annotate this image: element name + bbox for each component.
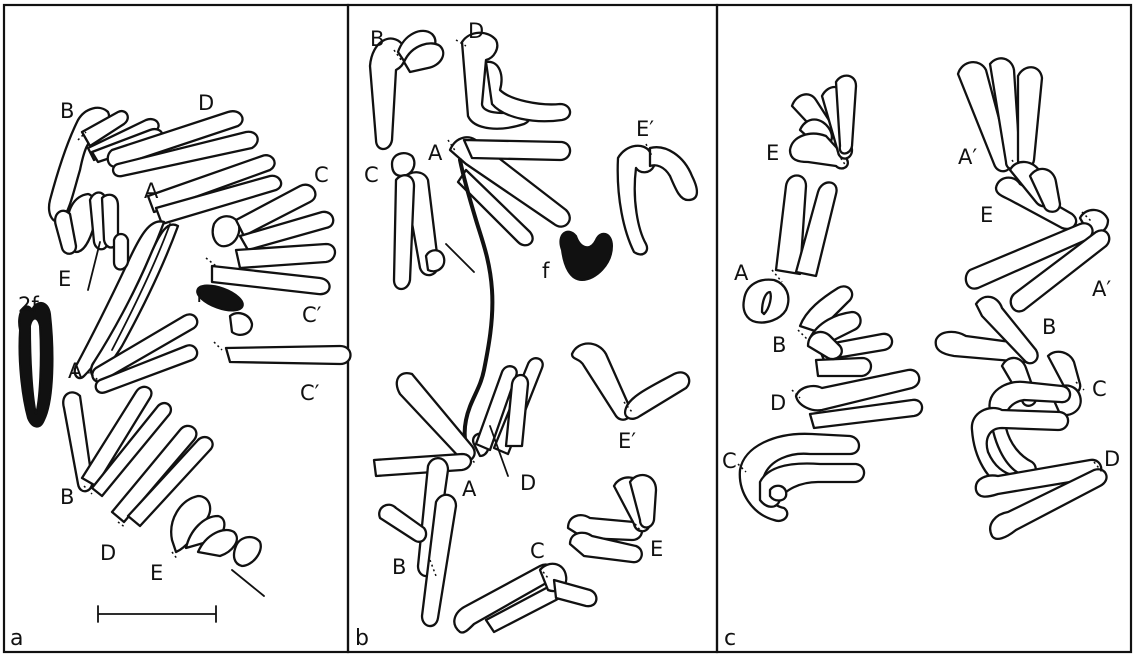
panel-label-c: c — [724, 626, 736, 651]
chromosome-D-top-b — [456, 33, 570, 129]
chromosome-E-bottom — [171, 496, 264, 596]
label-a-B2: B — [60, 485, 74, 509]
label-b-B1: B — [370, 27, 384, 51]
panel-c: E A B D C A′ E A′ B C D c — [722, 58, 1120, 651]
chromosome-D-left-c — [792, 370, 922, 428]
label-c-D2: D — [1104, 447, 1120, 471]
label-a-twoF: 2f — [18, 293, 39, 317]
label-b-A2: A — [462, 477, 477, 501]
chromosome-E-bottom-b — [568, 475, 656, 562]
label-a-C2: C′ — [302, 303, 322, 327]
label-c-B2: B — [1042, 315, 1056, 339]
label-c-C1: C — [722, 449, 737, 473]
label-a-C1: C — [314, 163, 329, 187]
chromosome-C-left-c — [738, 434, 864, 521]
chromosome-B-left-c — [798, 286, 892, 376]
panel-label-a: a — [10, 626, 23, 651]
panel-a: B D A C E 2f f C′ C′ A B D E a — [10, 91, 351, 651]
label-c-B1: B — [772, 333, 786, 357]
chromosome-A-bottom-b — [374, 358, 543, 476]
label-b-E1: E′ — [636, 117, 654, 141]
label-a-A1: A — [144, 179, 159, 203]
scale-bar — [98, 606, 216, 622]
label-b-A1: A — [428, 141, 443, 165]
label-a-D2: D — [100, 541, 116, 565]
chromosome-C-bottom-b — [454, 564, 596, 633]
label-a-f: f — [196, 283, 204, 307]
label-c-E1: E — [766, 141, 779, 165]
label-b-E3: E — [650, 537, 663, 561]
label-b-E2: E′ — [618, 429, 636, 453]
chromosome-Eprime-bottom-b — [572, 344, 689, 420]
chromosome-B-bottom-b — [379, 458, 456, 626]
label-a-C3: C′ — [300, 381, 320, 405]
panel-b: B D A C E′ f E′ A D B C E b — [355, 19, 697, 651]
dark-body-f-b — [560, 232, 612, 280]
dark-body-2f — [19, 303, 52, 427]
label-b-D1: D — [468, 19, 484, 43]
chromosome-E-right-c — [996, 162, 1108, 234]
label-c-A1: A — [734, 261, 749, 285]
label-c-A3: A′ — [1092, 277, 1111, 301]
panel-label-b: b — [355, 626, 369, 651]
label-c-D1: D — [770, 391, 786, 415]
label-b-C1: C — [364, 163, 379, 187]
label-b-f: f — [542, 259, 550, 283]
label-a-D1: D — [198, 91, 214, 115]
chromosome-E-top-c — [790, 76, 856, 169]
label-b-D2: D — [520, 471, 536, 495]
label-a-B1: B — [60, 99, 74, 123]
label-b-B2: B — [392, 555, 406, 579]
label-c-E2: E — [980, 203, 993, 227]
chromosome-Eprime-top-b — [618, 144, 697, 254]
label-a-E2: E — [150, 561, 163, 585]
label-b-C2: C — [530, 539, 545, 563]
label-a-E1: E — [58, 267, 71, 291]
label-a-A2: A — [68, 359, 83, 383]
label-c-C2: C — [1092, 377, 1107, 401]
label-c-A2: A′ — [958, 145, 977, 169]
panel-c-frame — [717, 5, 1131, 652]
